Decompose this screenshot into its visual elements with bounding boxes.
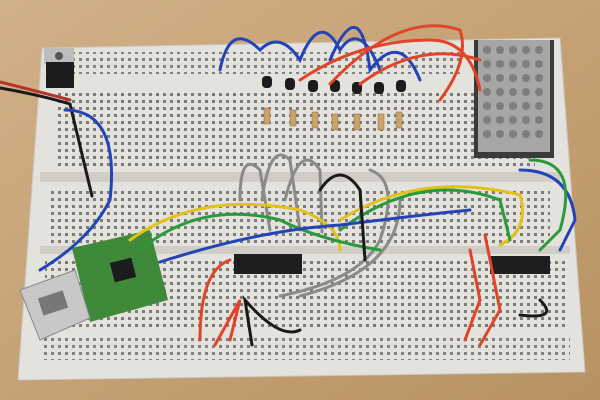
center-channel [40, 172, 560, 182]
ic-chip-right [490, 256, 550, 274]
wire-black [0, 86, 94, 198]
power-rail-bottom [40, 338, 570, 360]
led-matrix [474, 40, 554, 158]
ic-chip-main [234, 254, 302, 274]
wire-red [0, 80, 72, 102]
voltage-regulator [44, 48, 74, 88]
transistors [262, 76, 406, 94]
resistors [263, 107, 403, 131]
wires [0, 24, 577, 347]
usb-serial-module [19, 230, 168, 341]
terminal-strip-middle [50, 188, 550, 243]
terminal-strip-upper [55, 92, 535, 167]
wire-blue [38, 108, 114, 272]
